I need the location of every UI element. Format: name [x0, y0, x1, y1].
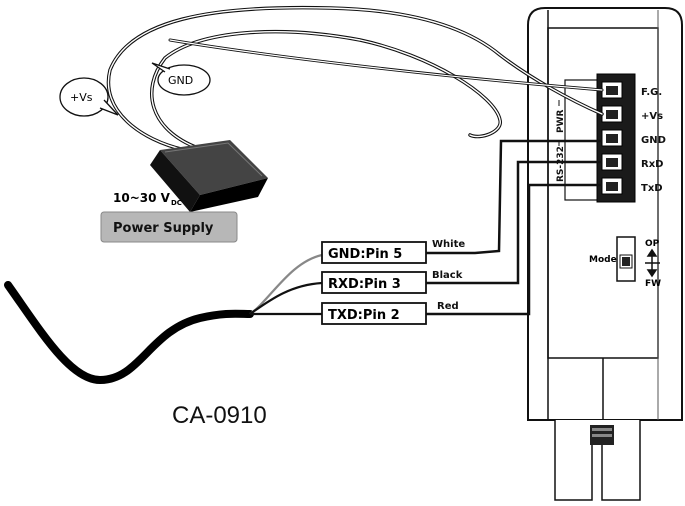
gnd-callout: GND — [151, 62, 211, 96]
cable-body — [4, 281, 254, 385]
signal-wires — [426, 139, 602, 316]
power-wires — [106, 5, 604, 152]
svg-text:TXD:Pin 2: TXD:Pin 2 — [328, 308, 400, 323]
pin-box-rxd: RXD:Pin 3 — [321, 271, 427, 294]
svg-text:DC: DC — [171, 199, 182, 207]
svg-text:10~30 V: 10~30 V — [113, 191, 171, 205]
mode-switch-label: Mode — [589, 255, 617, 265]
cable-split-wires — [249, 253, 323, 316]
svg-text:GND: GND — [168, 74, 193, 87]
wire-color-black: Black — [432, 270, 463, 281]
svg-text:RXD:Pin 3: RXD:Pin 3 — [328, 277, 401, 292]
power-voltage: 10~30 V DC — [113, 191, 182, 207]
power-supply-label: Power Supply — [100, 211, 238, 243]
switch-fw-label: FW — [645, 279, 661, 289]
svg-text:Power Supply: Power Supply — [113, 221, 214, 236]
terminal-fg: F.G. — [641, 87, 662, 98]
terminal-block — [564, 73, 636, 203]
rs232-side-label: RS-232 — [556, 146, 566, 182]
pwr-side-label: PWR — [556, 109, 566, 133]
mode-switch[interactable] — [616, 236, 636, 282]
terminal-txd: TxD — [641, 183, 663, 194]
switch-arrow-icon — [645, 248, 660, 278]
terminal-gnd: GND — [641, 135, 666, 146]
vs-callout: +Vs — [59, 77, 119, 117]
switch-op-label: OP — [645, 239, 660, 249]
terminal-rxd: RxD — [641, 159, 663, 170]
terminal-vs: +Vs — [641, 111, 663, 122]
pin-box-txd: TXD:Pin 2 — [321, 302, 427, 325]
pin-box-gnd: GND:Pin 5 — [321, 241, 427, 264]
svg-text:+Vs: +Vs — [70, 91, 93, 104]
wire-color-white: White — [432, 239, 465, 250]
cable-model-label: CA-0910 — [172, 402, 267, 429]
terminal-labels: F.G. +Vs GND RxD TxD — [641, 87, 666, 194]
svg-text:GND:Pin 5: GND:Pin 5 — [328, 247, 402, 262]
wire-color-red: Red — [437, 301, 459, 312]
power-supply-brick — [150, 140, 268, 212]
